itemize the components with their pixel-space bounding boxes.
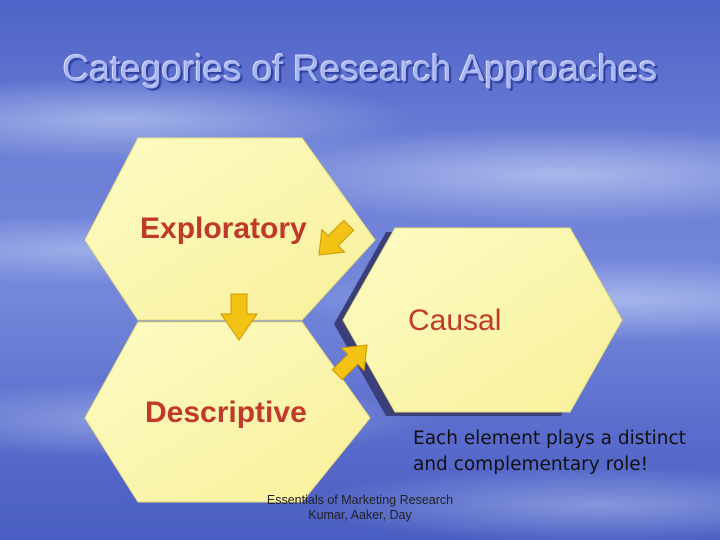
- slide-title: Categories of Research Approaches: [62, 48, 658, 89]
- role-note-line-2: and complementary role!: [413, 454, 649, 475]
- node-label-causal: Causal: [408, 304, 502, 337]
- role-note: Each element plays a distinct and comple…: [413, 426, 720, 478]
- arrow-exploratory-to-descriptive: [220, 293, 258, 341]
- node-label-descriptive: Descriptive: [145, 396, 307, 429]
- source-citation: Essentials of Marketing Research Kumar, …: [260, 493, 460, 523]
- descriptive-hexagon: [84, 321, 371, 503]
- citation-line-1: Essentials of Marketing Research: [266, 493, 454, 507]
- role-note-line-1: Each element plays a distinct: [413, 428, 686, 449]
- node-label-exploratory: Exploratory: [140, 212, 307, 245]
- causal-hexagon: [342, 227, 623, 413]
- arrow-descriptive-to-causal: [331, 344, 368, 381]
- arrow-exploratory-to-causal: [318, 219, 355, 256]
- citation-line-2: Kumar, Aaker, Day: [308, 508, 412, 522]
- exploratory-hexagon: [84, 137, 376, 321]
